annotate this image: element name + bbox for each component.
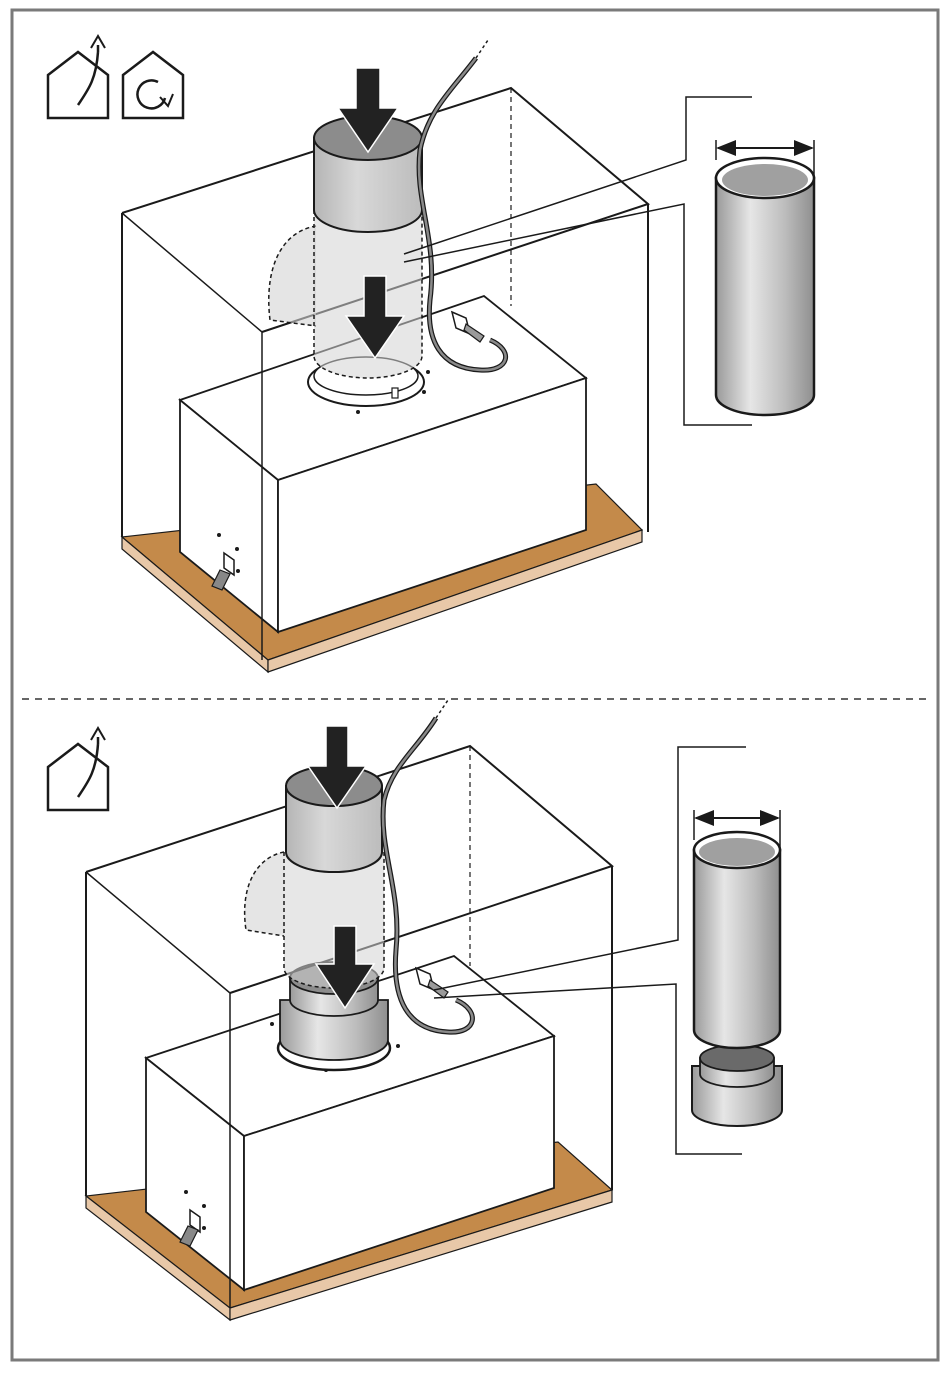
top-panel: [48, 36, 814, 672]
recirculation-icon: [123, 52, 183, 118]
bottom-panel: [48, 700, 782, 1320]
ducted-exhaust-icon: [48, 36, 108, 118]
ducted-exhaust-icon: [48, 728, 108, 810]
duct-pipe-with-adapter-diameter-detail: [692, 810, 782, 1126]
air-duct: [269, 116, 422, 378]
duct-pipe-diameter-detail: [716, 140, 814, 415]
air-duct: [245, 766, 384, 988]
